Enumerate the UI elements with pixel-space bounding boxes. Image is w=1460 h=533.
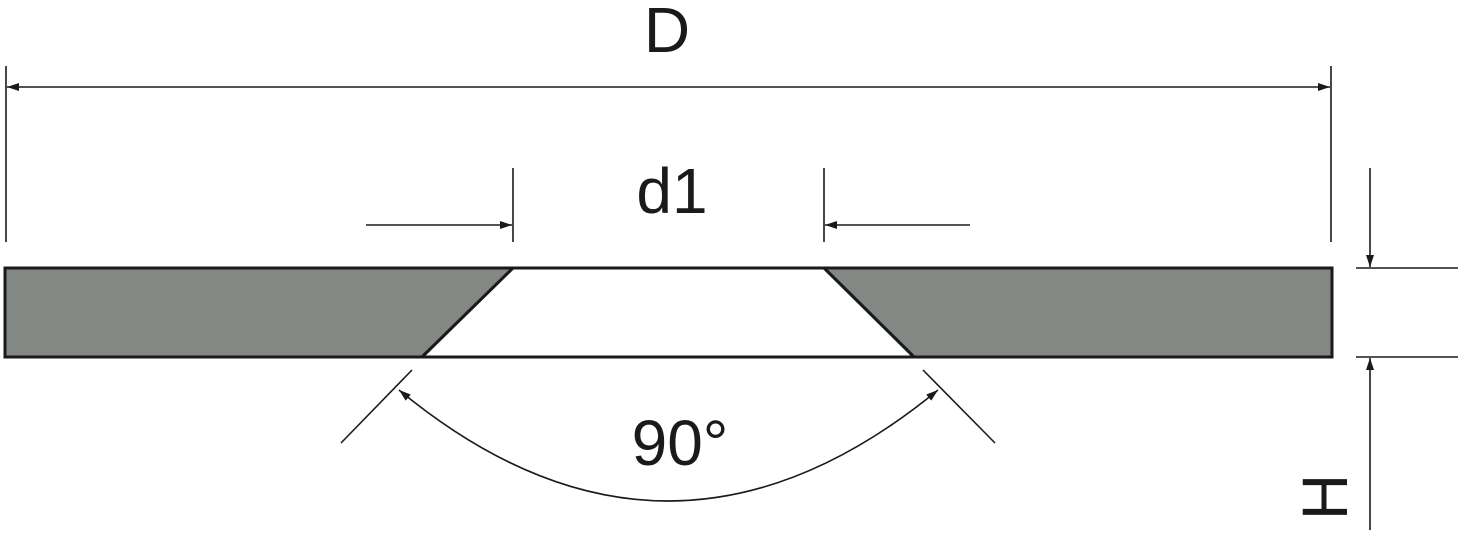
height-label: H [1289,474,1361,520]
countersink-diameter-dimension: d1 [366,155,970,242]
height-dimension: H [1289,168,1458,530]
angle-extension-right [922,369,996,444]
magnet-cross-section [3,266,1334,359]
countersink-angle-label: 90° [632,407,729,479]
countersink-hole [418,266,918,359]
countersink-angle-dimension: 90° [340,369,996,502]
outer-diameter-label: D [644,0,690,66]
angle-extension-left [340,369,413,444]
angle-arc [398,389,939,502]
countersink-diameter-label: d1 [636,155,707,227]
outer-diameter-dimension: D [5,0,1332,242]
